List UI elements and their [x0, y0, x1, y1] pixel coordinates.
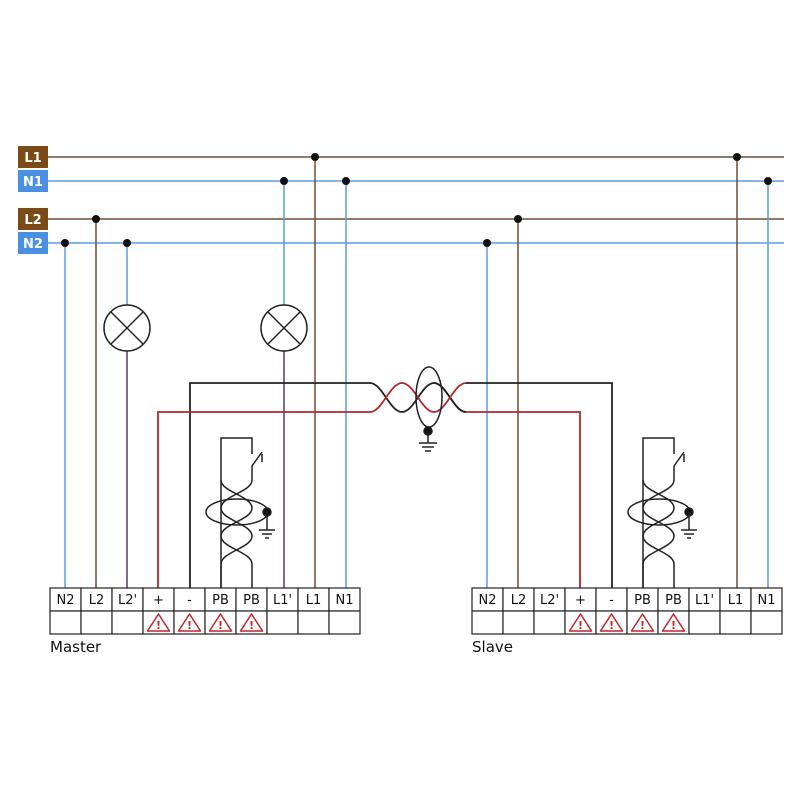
terminal-screw-cell	[328, 610, 361, 635]
warning-icon	[239, 613, 264, 632]
master-terminal-block: N2 L2 L2' +! -! PB! PB! L1' L1 N1	[49, 587, 361, 635]
terminal-label: N1	[758, 593, 776, 608]
warning-icon-mark: !	[671, 619, 676, 632]
terminal-screw-cell	[719, 610, 752, 635]
rail-n1: N1	[18, 170, 48, 192]
terminal-label: L2	[511, 593, 527, 608]
terminal-label: L1	[728, 593, 744, 608]
terminal-label: N2	[57, 593, 75, 608]
slave-wires	[486, 157, 769, 588]
terminal-label: N2	[479, 593, 497, 608]
master-label: Master	[50, 638, 102, 656]
warning-icon	[208, 613, 233, 632]
warning-icon	[661, 613, 686, 632]
rail-l2-label: L2	[24, 213, 41, 228]
terminal-label: +	[153, 593, 164, 608]
terminal-label: PB	[243, 593, 260, 608]
terminal-label: -	[609, 593, 614, 608]
lamp-icon	[260, 304, 308, 352]
terminal-label: N1	[336, 593, 354, 608]
warning-icon	[599, 613, 624, 632]
junction-dots	[61, 153, 772, 247]
warning-icon-mark: !	[640, 619, 645, 632]
terminal-label: L1	[306, 593, 322, 608]
terminal-screw-cell	[80, 610, 113, 635]
terminal-label: +	[575, 593, 586, 608]
lamp-icon	[103, 304, 151, 352]
terminal-label: -	[187, 593, 192, 608]
warning-icon	[630, 613, 655, 632]
ground-icon	[259, 507, 275, 539]
terminal-label: PB	[665, 593, 682, 608]
push-button-icon	[205, 437, 269, 588]
rail-n2: N2	[18, 232, 48, 254]
ground-icon	[419, 426, 437, 452]
terminal-screw-cell	[750, 610, 783, 635]
terminal-label: L1'	[695, 593, 714, 608]
ground-icon	[681, 507, 697, 539]
terminal-label: PB	[212, 593, 229, 608]
warning-icon-mark: !	[249, 619, 254, 632]
rail-n1-label: N1	[23, 175, 43, 190]
rail-l1-label: L1	[24, 151, 41, 166]
terminal-label: L1'	[273, 593, 292, 608]
warning-icon-mark: !	[578, 619, 583, 632]
rail-l1: L1	[18, 146, 48, 168]
terminal-label: PB	[634, 593, 651, 608]
terminal-label: L2	[89, 593, 105, 608]
warning-icon	[568, 613, 593, 632]
terminal-screw-cell	[502, 610, 535, 635]
warning-icon	[177, 613, 202, 632]
bus-cable	[157, 382, 613, 588]
terminal-label: L2'	[118, 593, 137, 608]
warning-icon-mark: !	[609, 619, 614, 632]
terminal-screw-cell	[111, 610, 144, 635]
rail-n2-label: N2	[23, 237, 43, 252]
warning-icon	[146, 613, 171, 632]
slave-label: Slave	[472, 638, 513, 656]
rail-l2: L2	[18, 208, 48, 230]
terminal-screw-cell	[688, 610, 721, 635]
warning-icon-mark: !	[218, 619, 223, 632]
warning-icon-mark: !	[187, 619, 192, 632]
twisted-pair-icon	[415, 366, 443, 428]
slave-terminal-block: N2 L2 L2' +! -! PB! PB! L1' L1 N1	[471, 587, 783, 635]
terminal-screw-cell	[297, 610, 330, 635]
terminal-screw-cell	[471, 610, 504, 635]
terminal-screw-cell	[266, 610, 299, 635]
terminal-screw-cell	[49, 610, 82, 635]
terminal-screw-cell	[533, 610, 566, 635]
push-button-icon	[627, 437, 691, 588]
warning-icon-mark: !	[156, 619, 161, 632]
master-wires	[64, 157, 347, 588]
terminal-label: L2'	[540, 593, 559, 608]
